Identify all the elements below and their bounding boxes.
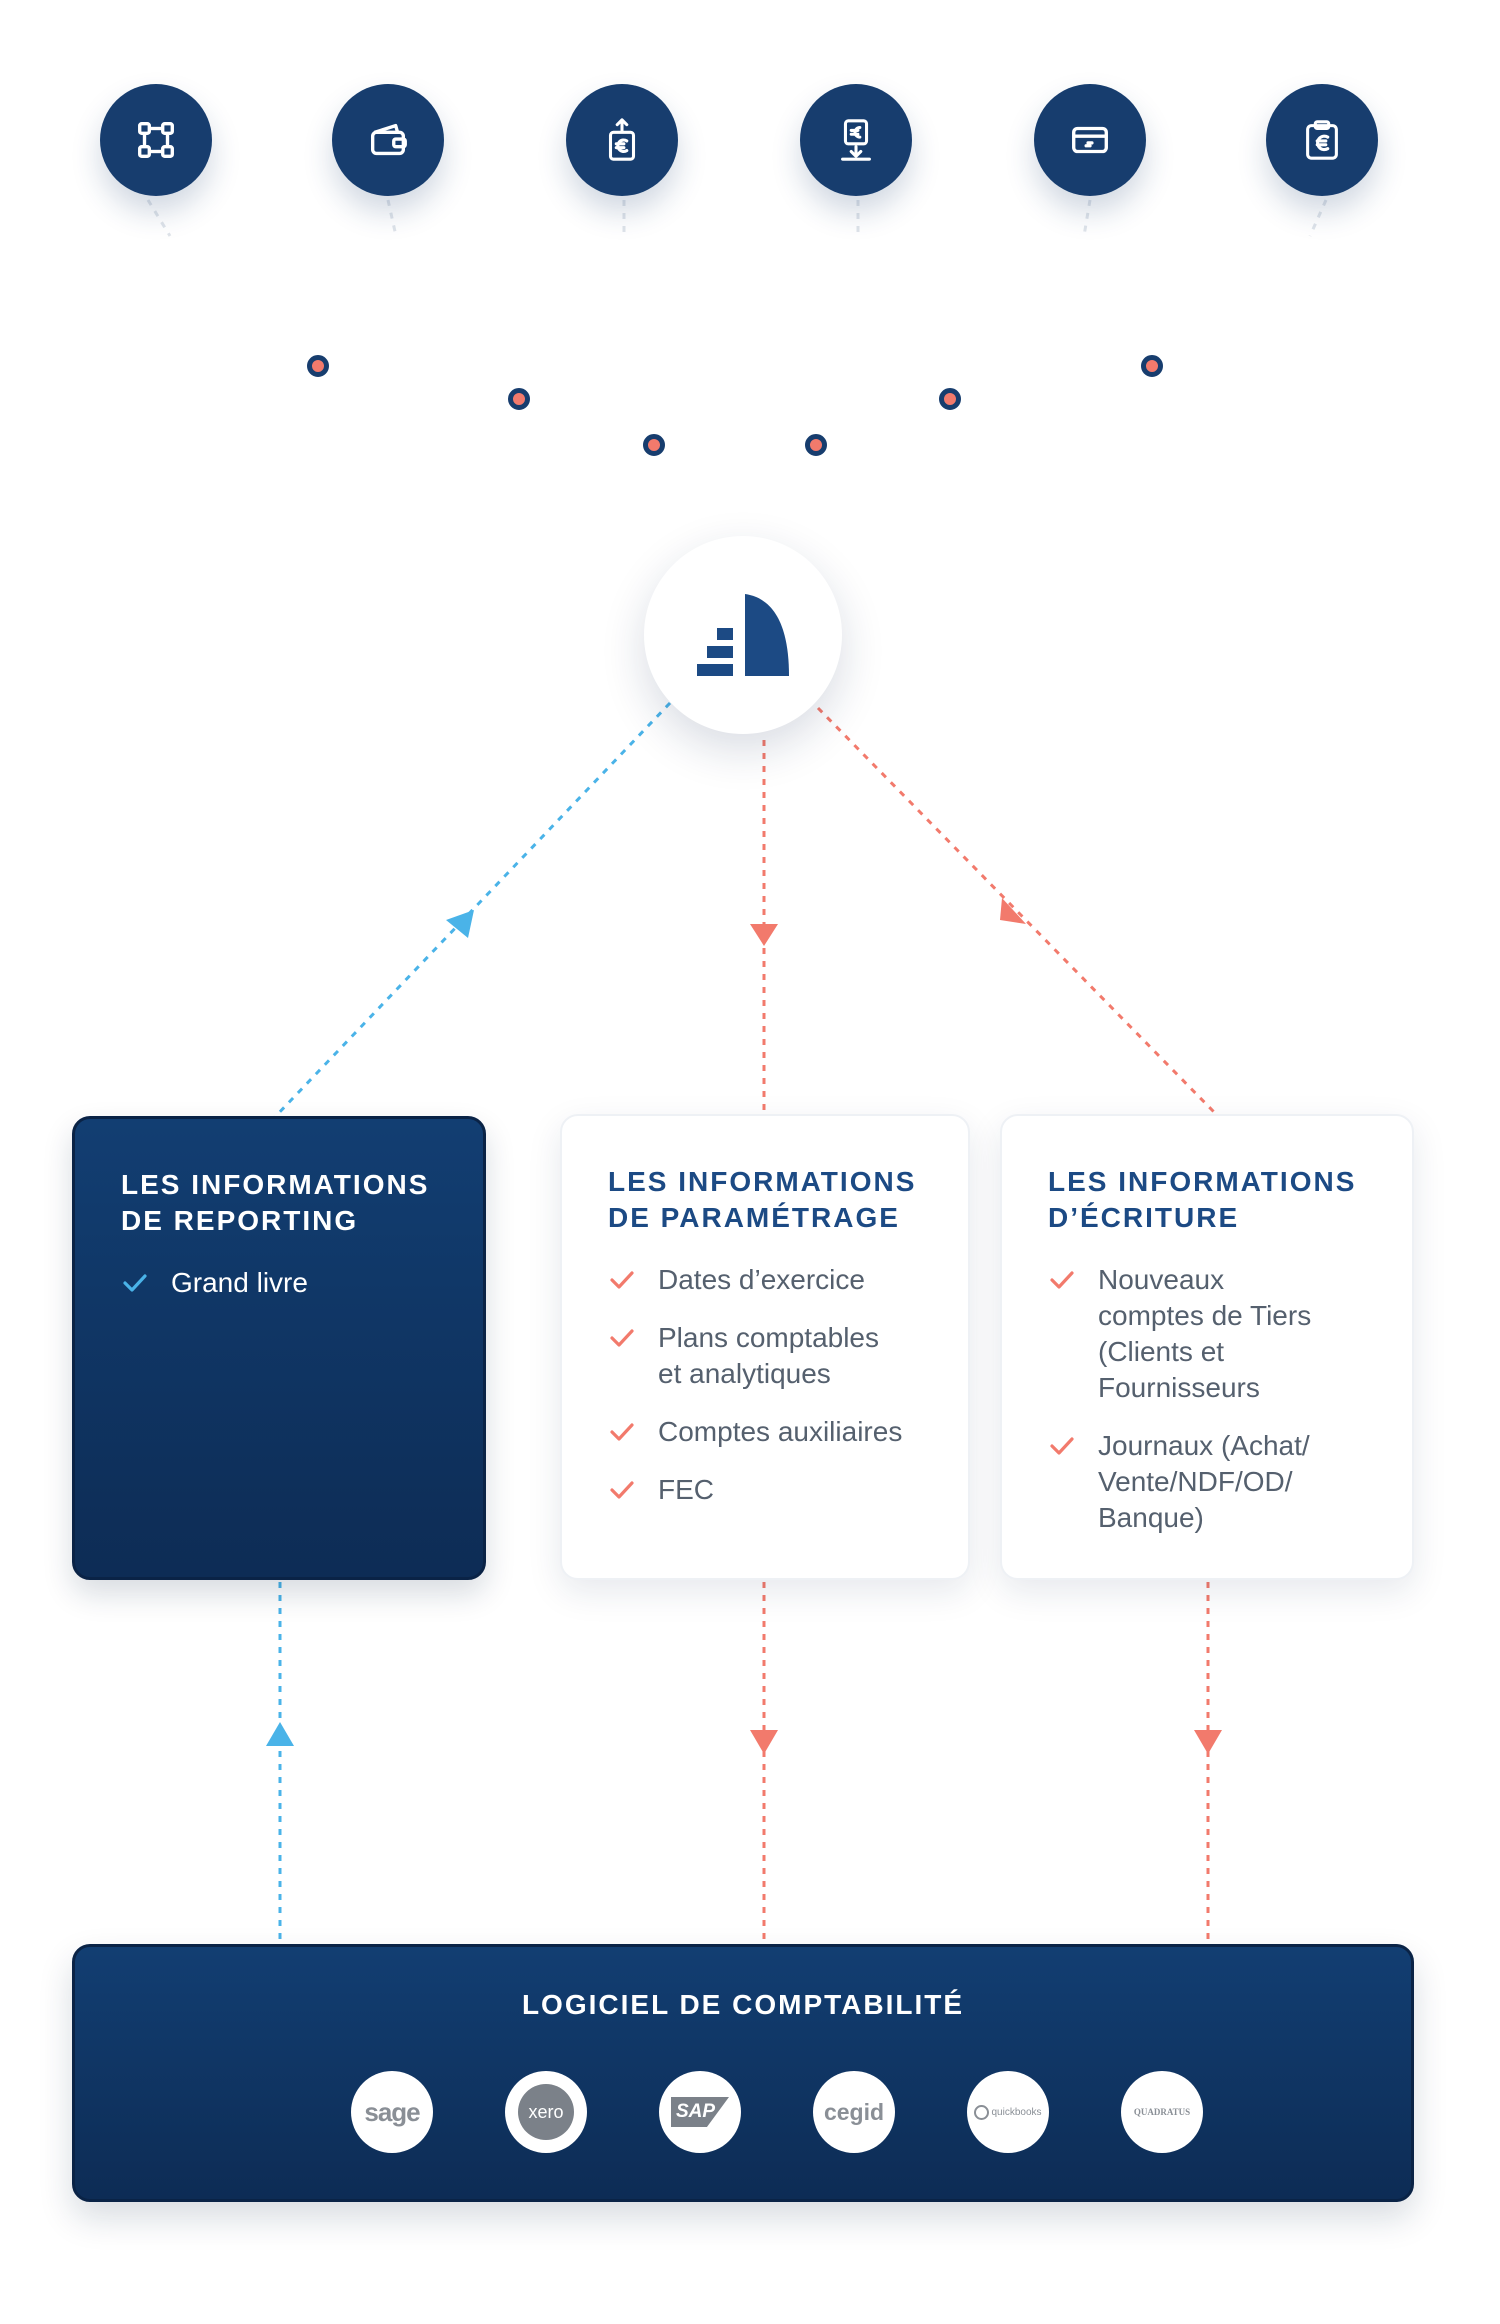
logo-cegid: cegid	[813, 2071, 895, 2153]
software-title: LOGICIEL DE COMPTABILITÉ	[521, 1989, 965, 2020]
logo-quadratus: QUADRATUS	[1121, 2071, 1203, 2153]
source-link-2	[386, 199, 398, 237]
item-text: Grand livre	[171, 1267, 308, 1298]
connection-dot-1	[307, 355, 329, 377]
ecriture-upper-line	[816, 706, 1216, 1114]
accounting-software-panel: LOGICIEL DE COMPTABILITÉ sage xero SAP c…	[72, 1944, 1414, 2202]
ecriture-lower-arrow	[1194, 1730, 1222, 1754]
wallet-icon	[370, 123, 407, 156]
list-item: Comptes auxiliaires	[608, 1414, 922, 1450]
connection-dot-3	[643, 434, 665, 456]
item-text: Nouveaux comptes de Tiers (Clients et Fo…	[1098, 1264, 1312, 1403]
check-icon	[1050, 1437, 1074, 1455]
platform-logo-icon	[697, 594, 789, 676]
check-icon	[610, 1481, 634, 1499]
parametrage-upper-arrow	[750, 924, 778, 946]
card-ecriture: LES INFORMATIONS D’ÉCRITURE Nouveaux com…	[1000, 1114, 1414, 1580]
logo-sage-text: sage	[364, 2096, 420, 2127]
connection-dot-2	[508, 388, 530, 410]
credit-card-icon	[1072, 126, 1108, 154]
list-item: Dates d’exercice	[608, 1262, 922, 1298]
item-text: Journaux (Achat/ Vente/NDF/OD/ Banque)	[1098, 1430, 1310, 1533]
connection-dot-6	[1141, 355, 1163, 377]
euro-clipboard-icon	[1306, 120, 1338, 160]
reporting-upper-line	[272, 701, 672, 1120]
check-icon	[123, 1274, 147, 1292]
parametrage-lower-arrow	[750, 1730, 778, 1754]
logo-sap: SAP	[659, 2071, 741, 2153]
source-link-1	[146, 199, 172, 237]
reporting-lower-arrow	[266, 1722, 294, 1746]
nodes-icon	[138, 122, 174, 158]
source-wallet	[332, 84, 444, 196]
logo-xero: xero	[505, 2071, 587, 2153]
quickbooks-icon	[974, 2104, 990, 2120]
logo-sap-text: SAP	[676, 2101, 716, 2122]
item-text: Plans comptables et analytiques	[658, 1322, 880, 1389]
list-item: Plans comptables et analytiques	[608, 1320, 922, 1392]
ecriture-upper-arrow	[1000, 898, 1026, 924]
list-item: FEC	[608, 1472, 922, 1508]
receipt-download-icon	[841, 119, 871, 161]
central-hub	[644, 536, 842, 734]
logo-quickbooks: quickbooks	[967, 2071, 1049, 2153]
card-reporting: LES INFORMATIONS DE REPORTING Grand livr…	[72, 1116, 486, 1580]
source-credit-card	[1034, 84, 1146, 196]
source-invoice-upload	[566, 84, 678, 196]
check-icon	[610, 1423, 634, 1441]
check-icon	[1050, 1271, 1074, 1289]
source-link-6	[1308, 199, 1328, 237]
check-icon	[610, 1271, 634, 1289]
connection-dot-4	[805, 434, 827, 456]
logo-quadratus-text: QUADRATUS	[1133, 2107, 1191, 2117]
logo-xero-text: xero	[528, 2101, 564, 2122]
source-receipt-download	[800, 84, 912, 196]
card-ecriture-title: LES INFORMATIONS D’ÉCRITURE	[1048, 1166, 1357, 1233]
source-nodes	[100, 84, 212, 196]
list-item: Nouveaux comptes de Tiers (Clients et Fo…	[1048, 1262, 1366, 1406]
item-text: Dates d’exercice	[658, 1264, 865, 1295]
connection-dot-5	[939, 388, 961, 410]
card-reporting-title: LES INFORMATIONS DE REPORTING	[121, 1169, 430, 1236]
logo-quickbooks-text: quickbooks	[991, 2106, 1042, 2118]
logo-sage: sage	[351, 2071, 433, 2153]
card-parametrage: LES INFORMATIONS DE PARAMÉTRAGE Dates d’…	[560, 1114, 970, 1580]
source-link-5	[1082, 199, 1092, 237]
list-item: Journaux (Achat/ Vente/NDF/OD/ Banque)	[1048, 1428, 1366, 1536]
source-euro-clipboard	[1266, 84, 1378, 196]
check-icon	[610, 1329, 634, 1347]
item-text: FEC	[658, 1474, 714, 1505]
card-parametrage-title: LES INFORMATIONS DE PARAMÉTRAGE	[608, 1166, 917, 1233]
item-text: Comptes auxiliaires	[658, 1416, 903, 1447]
invoice-upload-icon	[608, 118, 636, 161]
list-item: Grand livre	[121, 1265, 437, 1301]
logo-cegid-text: cegid	[823, 2098, 885, 2125]
reporting-upper-arrow	[446, 910, 474, 938]
